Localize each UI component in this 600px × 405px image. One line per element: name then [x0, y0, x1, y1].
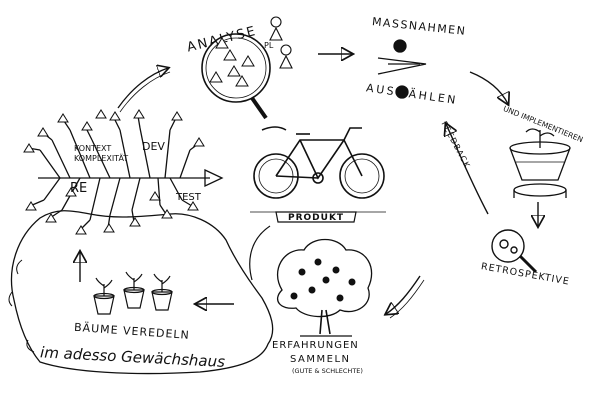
greenhouse-cloud	[8, 210, 274, 375]
fishbone-diagram	[27, 115, 224, 231]
magnifier-icon	[201, 33, 271, 120]
label-re: RE	[70, 181, 87, 196]
plant-pot-icon	[509, 128, 571, 198]
people-icons	[269, 16, 293, 69]
label-produkt: PRODUKT	[288, 213, 344, 223]
label-retrospektive: RETROSPEKTIVE	[480, 261, 570, 287]
label-umsetzen: UND IMPLEMENTIEREN	[502, 104, 584, 144]
fishbone-triangles	[23, 109, 205, 235]
label-massnahmen: MASSNAHMEN	[371, 15, 467, 38]
label-kontext: KONTEXT	[74, 144, 111, 153]
label-auswaehlen: AUSWÄHLEN	[365, 81, 458, 107]
label-komplexitaet: KOMPLEXITÄT	[74, 153, 128, 163]
feedback-arrow	[446, 124, 489, 215]
label-gute-schlechte: (GUTE & SCHLECHTE)	[292, 367, 363, 375]
produkt-sign	[250, 211, 386, 223]
label-sammeln: SAMMELN	[290, 354, 351, 365]
label-gewaechshaus: im adesso Gewächshaus	[40, 343, 226, 371]
arrow-to-analyse	[117, 68, 168, 109]
label-test: TEST	[175, 192, 202, 203]
label-erfahrungen: ERFAHRUNGEN	[272, 340, 359, 351]
bicycle-icon	[253, 126, 385, 199]
retro-magnifier-icon	[491, 229, 538, 274]
decision-icon	[377, 39, 427, 99]
seedling-pots-icon	[93, 271, 173, 315]
label-dev: DEV	[142, 140, 165, 153]
label-pl: PL	[264, 41, 274, 50]
arrow-to-umsetzen	[469, 71, 508, 104]
arrow-to-tree	[249, 225, 271, 281]
label-baeume-veredeln: BÄUME VEREDELN	[74, 321, 191, 342]
label-feedback: FEEDBACK	[440, 120, 472, 170]
apple-tree-icon	[276, 238, 373, 337]
apple-fruits	[290, 258, 356, 302]
analyse-triangles	[209, 37, 255, 87]
